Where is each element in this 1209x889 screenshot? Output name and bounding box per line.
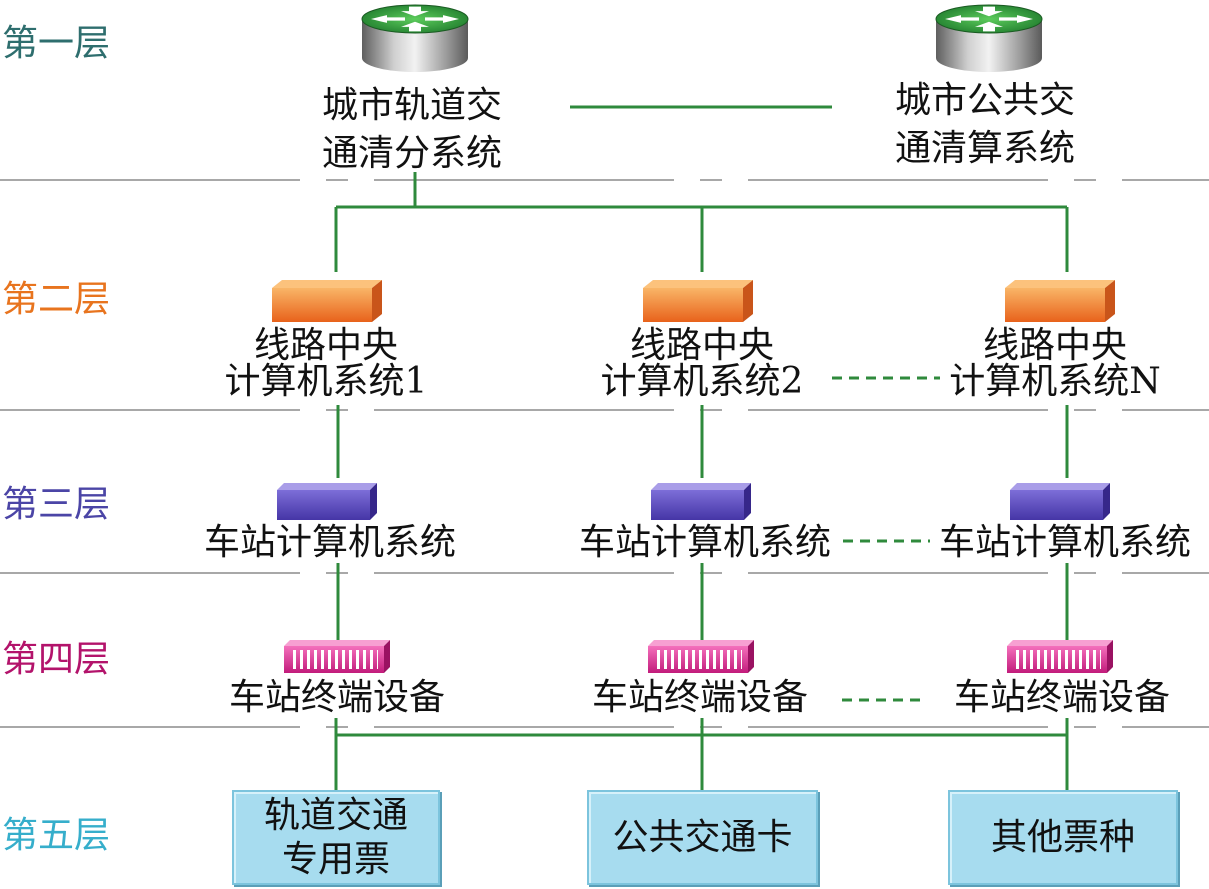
layer-label-5: 第五层 — [2, 815, 111, 856]
terminal-side-face — [384, 640, 390, 673]
node-label-line: 车站终端设备 — [953, 677, 1171, 718]
station-computer-icon — [277, 483, 377, 520]
station-computer-side-face — [744, 483, 751, 520]
server-top-face — [272, 280, 382, 288]
node-label-line: 城市轨道交 — [321, 85, 503, 126]
server-front-face — [643, 288, 743, 322]
node-label-line: 车站终端设备 — [228, 677, 446, 718]
node-line-center-2: 线路中央 计算机系统2 — [601, 328, 804, 400]
node-public-settlement-system: 城市公共交 通清算系统 — [895, 77, 1075, 173]
node-label-line: 车站计算机系统 — [203, 522, 457, 563]
server-icon — [643, 280, 753, 322]
terminal-ports — [292, 650, 378, 669]
ticket-label-line: 轨道交通 — [263, 794, 408, 836]
station-computer-front-face — [1010, 490, 1103, 520]
station-computer-front-face — [277, 490, 370, 520]
terminal-device-icon — [284, 640, 390, 673]
layer-label-3: 第三层 — [2, 484, 111, 525]
terminal-top-face — [1007, 640, 1113, 646]
node-terminal-device-1: 车站终端设备 — [229, 680, 445, 716]
arrow-top — [975, 6, 1003, 17]
station-computer-front-face — [651, 490, 744, 520]
node-label-line: 车站计算机系统 — [578, 522, 832, 563]
router-arrows — [371, 6, 459, 32]
terminal-side-face — [748, 640, 754, 673]
ticket-label-line: 专用票 — [281, 838, 390, 880]
node-terminal-device-3: 车站终端设备 — [954, 680, 1170, 716]
node-rail-clearing-system: 城市轨道交 通清分系统 — [322, 82, 502, 178]
router-body — [362, 19, 468, 72]
server-front-face — [1005, 288, 1105, 322]
arrow-right — [425, 15, 459, 23]
server-side-face — [372, 280, 382, 322]
terminal-ports — [1015, 650, 1101, 669]
server-icon — [272, 280, 382, 322]
arrow-bottom — [975, 21, 1003, 32]
router-icon — [361, 4, 469, 72]
server-front-face — [272, 288, 372, 322]
layer-label-4: 第四层 — [2, 639, 111, 680]
node-label-line: 车站终端设备 — [591, 677, 809, 718]
station-computer-top-face — [1010, 483, 1110, 490]
ticket-public-transport-card: 公共交通卡 — [587, 790, 818, 885]
station-computer-icon — [1010, 483, 1110, 520]
node-line-center-1: 线路中央 计算机系统1 — [225, 328, 428, 400]
terminal-side-face — [1107, 640, 1113, 673]
terminal-top-face — [284, 640, 390, 646]
node-label-line: 线路中央 — [253, 325, 398, 366]
node-station-computer-2: 车站计算机系统 — [579, 525, 831, 561]
node-label-line: 线路中央 — [982, 325, 1128, 366]
node-label-line: 计算机系统2 — [600, 361, 804, 402]
server-icon — [1005, 280, 1115, 322]
arrow-left — [945, 15, 979, 23]
node-line-center-n: 线路中央 计算机系统N — [949, 328, 1161, 400]
router-top — [361, 4, 469, 34]
arrow-top — [401, 6, 429, 17]
ticket-label-line: 其他票种 — [990, 816, 1135, 858]
node-label-line: 通清算系统 — [894, 128, 1076, 169]
router-top — [935, 4, 1043, 34]
router-body — [936, 19, 1042, 72]
station-computer-side-face — [370, 483, 377, 520]
node-station-computer-3: 车站计算机系统 — [939, 525, 1191, 561]
server-side-face — [1105, 280, 1115, 322]
router-icon — [935, 4, 1043, 72]
node-label-line: 通清分系统 — [321, 133, 503, 174]
arrow-bottom — [401, 21, 429, 32]
ticket-rail-dedicated: 轨道交通 专用票 — [232, 790, 440, 885]
node-label-line: 计算机系统N — [949, 361, 1161, 402]
router-arrows — [945, 6, 1033, 32]
station-computer-icon — [651, 483, 751, 520]
ticket-label-line: 公共交通卡 — [612, 816, 793, 858]
layer-label-1: 第一层 — [2, 23, 111, 64]
arrow-right — [999, 15, 1033, 23]
terminal-device-icon — [648, 640, 754, 673]
arrow-left — [371, 15, 405, 23]
ticket-other-types: 其他票种 — [948, 790, 1178, 885]
station-computer-top-face — [651, 483, 751, 490]
node-terminal-device-2: 车站终端设备 — [592, 680, 808, 716]
station-computer-top-face — [277, 483, 377, 490]
node-label-line: 线路中央 — [629, 325, 774, 366]
terminal-ports — [656, 650, 742, 669]
terminal-top-face — [648, 640, 754, 646]
node-label-line: 计算机系统1 — [224, 361, 428, 402]
layer-label-2: 第二层 — [2, 279, 111, 320]
server-top-face — [1005, 280, 1115, 288]
node-station-computer-1: 车站计算机系统 — [204, 525, 456, 561]
server-top-face — [643, 280, 753, 288]
terminal-device-icon — [1007, 640, 1113, 673]
station-computer-side-face — [1103, 483, 1110, 520]
node-label-line: 城市公共交 — [894, 80, 1076, 121]
node-label-line: 车站计算机系统 — [938, 522, 1192, 563]
server-side-face — [743, 280, 753, 322]
